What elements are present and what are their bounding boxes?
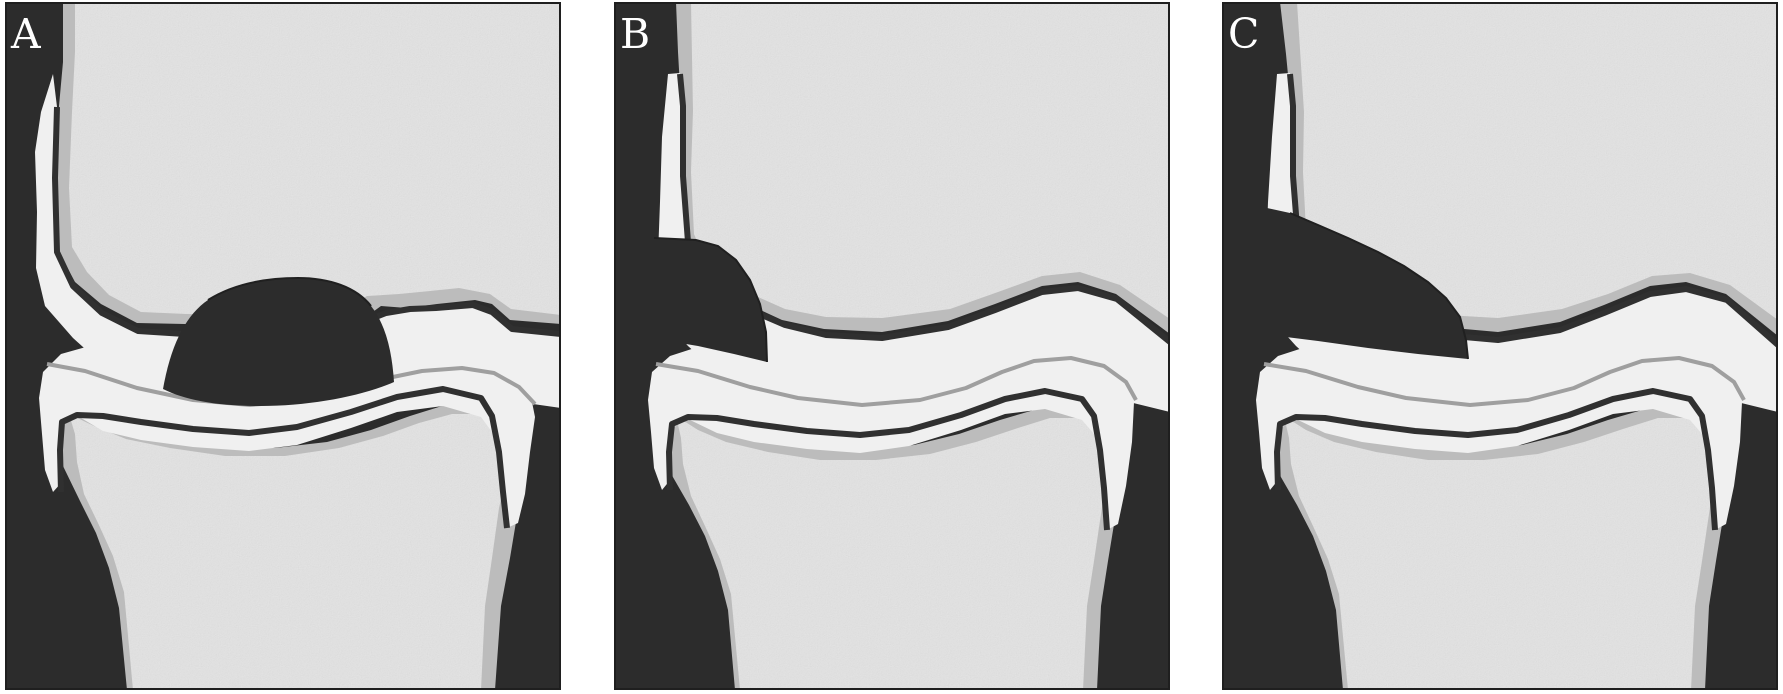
panel-a: A xyxy=(5,2,561,690)
panel-b: B xyxy=(614,2,1170,690)
joint-cartilage-round-lesion-icon xyxy=(5,2,561,690)
panel-label-b: B xyxy=(620,14,650,55)
joint-cartilage-wedge-lesion-icon xyxy=(1222,2,1778,690)
panel-c: C xyxy=(1222,2,1778,690)
panel-label-c: C xyxy=(1228,14,1259,55)
panel-label-a: A xyxy=(11,14,41,55)
joint-cartilage-edge-lesion-icon xyxy=(614,2,1170,690)
